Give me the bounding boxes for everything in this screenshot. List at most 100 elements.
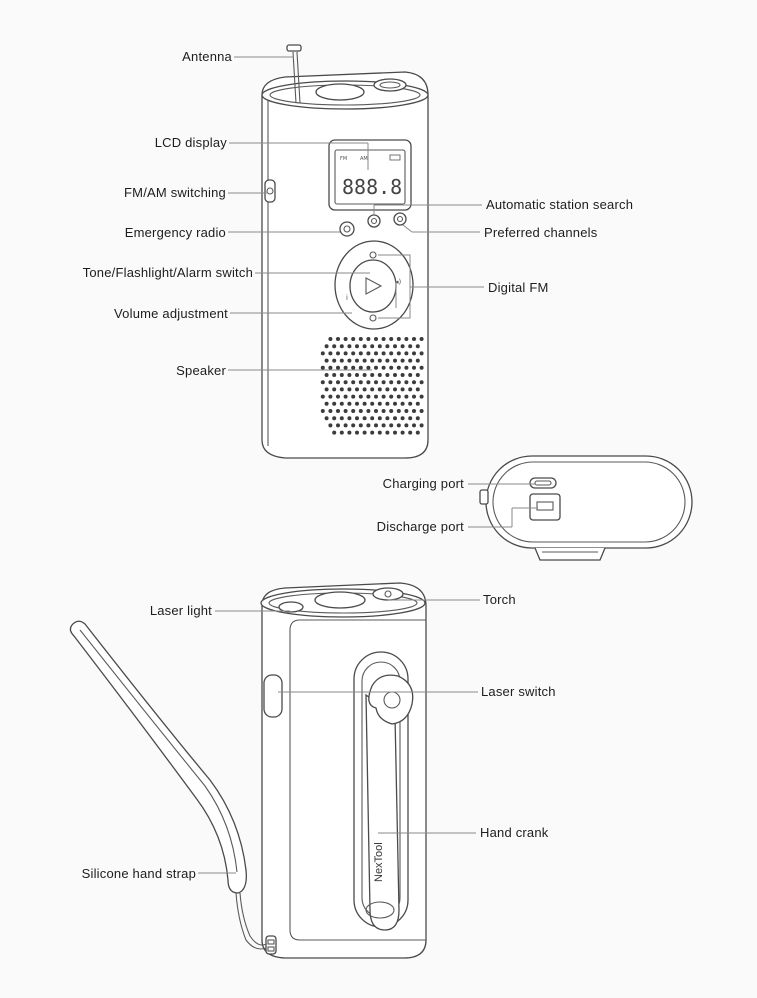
speaker-hole bbox=[412, 365, 416, 370]
speaker-hole bbox=[385, 387, 390, 392]
speaker-hole bbox=[328, 351, 333, 356]
speaker-hole bbox=[381, 337, 386, 341]
speaker-hole bbox=[339, 430, 344, 435]
speaker-hole bbox=[328, 409, 333, 413]
speaker-hole bbox=[377, 344, 382, 349]
speaker-hole bbox=[412, 380, 416, 385]
speaker-hole bbox=[370, 373, 375, 377]
speaker-hole bbox=[355, 430, 359, 435]
leader-lines bbox=[198, 56, 538, 874]
speaker-hole bbox=[328, 394, 333, 399]
speaker-hole bbox=[362, 430, 367, 435]
speaker-hole bbox=[419, 365, 424, 370]
speaker-hole bbox=[343, 394, 348, 399]
silicone-strap-part bbox=[69, 620, 267, 950]
speaker-hole bbox=[396, 365, 401, 370]
speaker-hole bbox=[408, 373, 413, 377]
speaker-hole bbox=[389, 409, 394, 413]
speaker-hole bbox=[339, 401, 344, 406]
speaker-hole bbox=[393, 373, 397, 377]
speaker-hole bbox=[381, 409, 386, 413]
label-discharge-port: Discharge port bbox=[376, 519, 464, 534]
speaker-hole bbox=[419, 351, 424, 356]
speaker-hole bbox=[336, 337, 340, 341]
speaker-hole bbox=[332, 401, 337, 406]
speaker-hole bbox=[332, 358, 337, 363]
speaker-hole bbox=[366, 337, 371, 341]
speaker-hole bbox=[324, 387, 329, 392]
speaker-hole bbox=[351, 351, 356, 356]
speaker-hole bbox=[389, 394, 394, 399]
lcd-display-part: FM AM 888.8 bbox=[328, 139, 412, 211]
speaker-hole bbox=[339, 344, 344, 349]
speaker-hole bbox=[355, 416, 359, 421]
speaker-hole bbox=[343, 351, 348, 356]
speaker-hole bbox=[404, 394, 409, 399]
auto-search-button-part bbox=[367, 214, 381, 228]
speaker-hole bbox=[381, 365, 386, 370]
speaker-hole bbox=[332, 416, 337, 421]
speaker-hole bbox=[336, 423, 340, 428]
speaker-hole bbox=[404, 409, 409, 413]
emergency-button-part bbox=[339, 221, 355, 237]
label-torch: Torch bbox=[483, 592, 516, 607]
label-speaker: Speaker bbox=[176, 363, 226, 378]
speaker-hole bbox=[370, 401, 375, 406]
laser-switch-part bbox=[263, 674, 283, 718]
label-laser-switch: Laser switch bbox=[481, 684, 556, 699]
svg-text:◂): ◂) bbox=[395, 278, 402, 286]
svg-text:FM: FM bbox=[340, 156, 347, 162]
speaker-hole bbox=[415, 430, 420, 435]
label-hand-crank: Hand crank bbox=[480, 825, 549, 840]
speaker-hole bbox=[385, 430, 390, 435]
speaker-hole bbox=[396, 394, 401, 399]
speaker-hole bbox=[320, 365, 325, 370]
speaker-hole bbox=[385, 401, 390, 406]
speaker-hole bbox=[347, 358, 352, 363]
speaker-hole bbox=[370, 387, 375, 392]
speaker-hole bbox=[377, 387, 382, 392]
speaker-hole bbox=[415, 387, 420, 392]
speaker-hole bbox=[339, 373, 344, 377]
label-laser-light: Laser light bbox=[149, 603, 212, 618]
speaker-hole bbox=[377, 401, 382, 406]
speaker-hole bbox=[336, 351, 340, 356]
speaker-hole bbox=[393, 358, 397, 363]
label-preferred-channels: Preferred channels bbox=[484, 225, 598, 240]
speaker-hole bbox=[412, 351, 416, 356]
speaker-hole bbox=[385, 373, 390, 377]
speaker-hole bbox=[343, 423, 348, 428]
speaker-hole bbox=[332, 387, 337, 392]
speaker-hole bbox=[396, 423, 401, 428]
speaker-hole bbox=[336, 365, 340, 370]
speaker-hole bbox=[336, 394, 340, 399]
speaker-hole bbox=[328, 365, 333, 370]
speaker-hole bbox=[404, 351, 409, 356]
speaker-hole bbox=[400, 430, 405, 435]
radio-front-view: FM AM 888.8 ◂) i bbox=[261, 44, 429, 459]
brand-logo: NexTool bbox=[373, 842, 385, 882]
speaker-hole bbox=[343, 380, 348, 385]
speaker-hole bbox=[351, 380, 356, 385]
speaker-hole bbox=[351, 423, 356, 428]
label-antenna: Antenna bbox=[182, 49, 232, 64]
speaker-hole bbox=[343, 409, 348, 413]
speaker-hole bbox=[393, 344, 397, 349]
antenna-part bbox=[286, 44, 302, 104]
speaker-hole bbox=[324, 358, 329, 363]
speaker-hole bbox=[366, 394, 371, 399]
speaker-hole bbox=[419, 423, 424, 428]
speaker-hole bbox=[355, 387, 359, 392]
speaker-hole bbox=[389, 351, 394, 356]
speaker-hole bbox=[332, 373, 337, 377]
speaker-hole bbox=[415, 358, 420, 363]
speaker-hole bbox=[370, 344, 375, 349]
speaker-hole bbox=[374, 380, 378, 385]
speaker-hole bbox=[351, 409, 356, 413]
speaker-hole bbox=[396, 337, 401, 341]
control-pad-part: ◂) i bbox=[334, 240, 414, 330]
speaker-hole bbox=[358, 380, 363, 385]
speaker-hole bbox=[396, 409, 401, 413]
fm-am-switch-part bbox=[264, 179, 276, 203]
